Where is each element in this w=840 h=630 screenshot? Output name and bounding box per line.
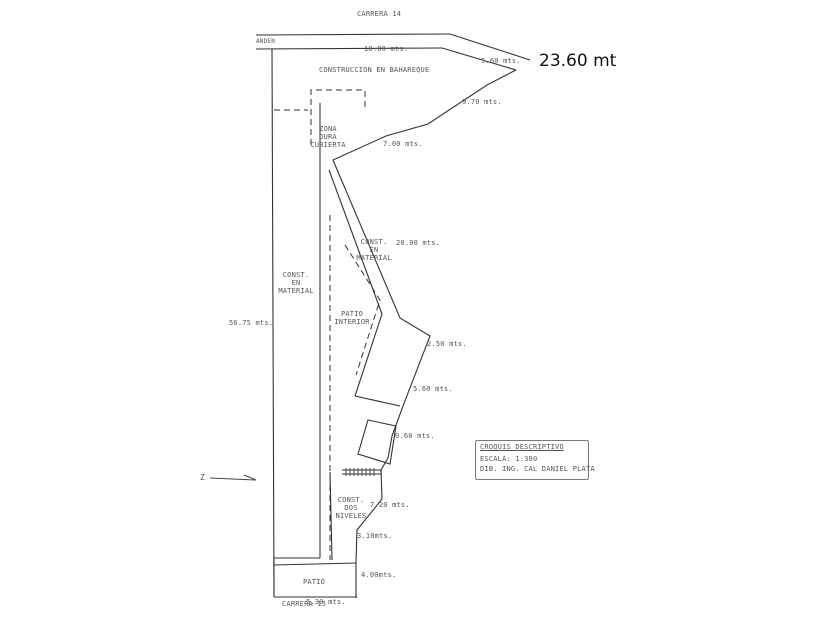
street-bottom-label: CARRERA 15 [282,600,327,608]
street-line-lower-diag [441,47,517,71]
zone-patio-interior: PATIO INTERIOR [334,310,370,326]
street-line-upper-diag [449,33,531,61]
zone-material-left: CONST. EN MATERIAL [278,271,314,295]
small-room [357,419,397,465]
street-top-label: CARRERA 14 [357,10,402,18]
title-block-author: DIB. ING. CAL DANIEL PLATA [480,465,595,473]
dim-right-8: 3.10mts. [357,532,393,540]
street-stub-label: ANDEN [256,38,276,45]
dim-right-3: 20.00 mts. [396,239,441,247]
north-symbol: Z [200,473,206,482]
dim-right-9: 4.00mts. [361,571,397,579]
dim-right-7: 7.20 mts. [370,501,410,509]
title-block-scale: ESCALA: 1:300 [480,455,538,463]
zone-material-right: CONST. EN MATERIAL [356,238,392,262]
big-dimension-note: 23.60 mt [539,51,617,71]
dim-right-6: 0.60 mts. [395,432,435,440]
zone-dos-niveles: CONST. DOS NIVELES [335,496,367,520]
lot-boundary-left [271,48,275,598]
dim-right-2: 7.00 mts. [383,140,423,148]
patio-top-wall [273,562,357,566]
dim-right-5: 5.60 mts. [413,385,453,393]
dim-top-width: 18.00 mts. [364,45,409,53]
right-building-inner-wall [328,169,401,407]
dashed-zona-dura [310,89,366,145]
street-line-upper [255,33,451,36]
dim-left-total: 56.75 mts. [229,319,274,327]
zone-patio-bottom: PATIO [303,578,326,586]
dim-bottom-width: 5.30 mts. [306,598,346,606]
dim-top-right: 5.60 mts. [481,57,521,65]
zone-construccion: CONSTRUCCION EN BAHAREQUE [319,66,430,74]
dim-right-1: 9.70 mts. [462,98,502,106]
zone-zona-dura: ZONA DURA CUBIERTA [310,125,346,149]
dim-right-4: 2.50 mts. [427,340,467,348]
title-block-heading: CROQUIS DESCRIPTIVO [480,443,564,451]
street-line-lower [255,47,443,50]
title-block: CROQUIS DESCRIPTIVO ESCALA: 1:300 DIB. I… [475,440,595,480]
lot-boundary-right [332,69,517,598]
dashed-patio-diagonal [344,244,381,376]
north-arrow-icon [209,474,257,481]
